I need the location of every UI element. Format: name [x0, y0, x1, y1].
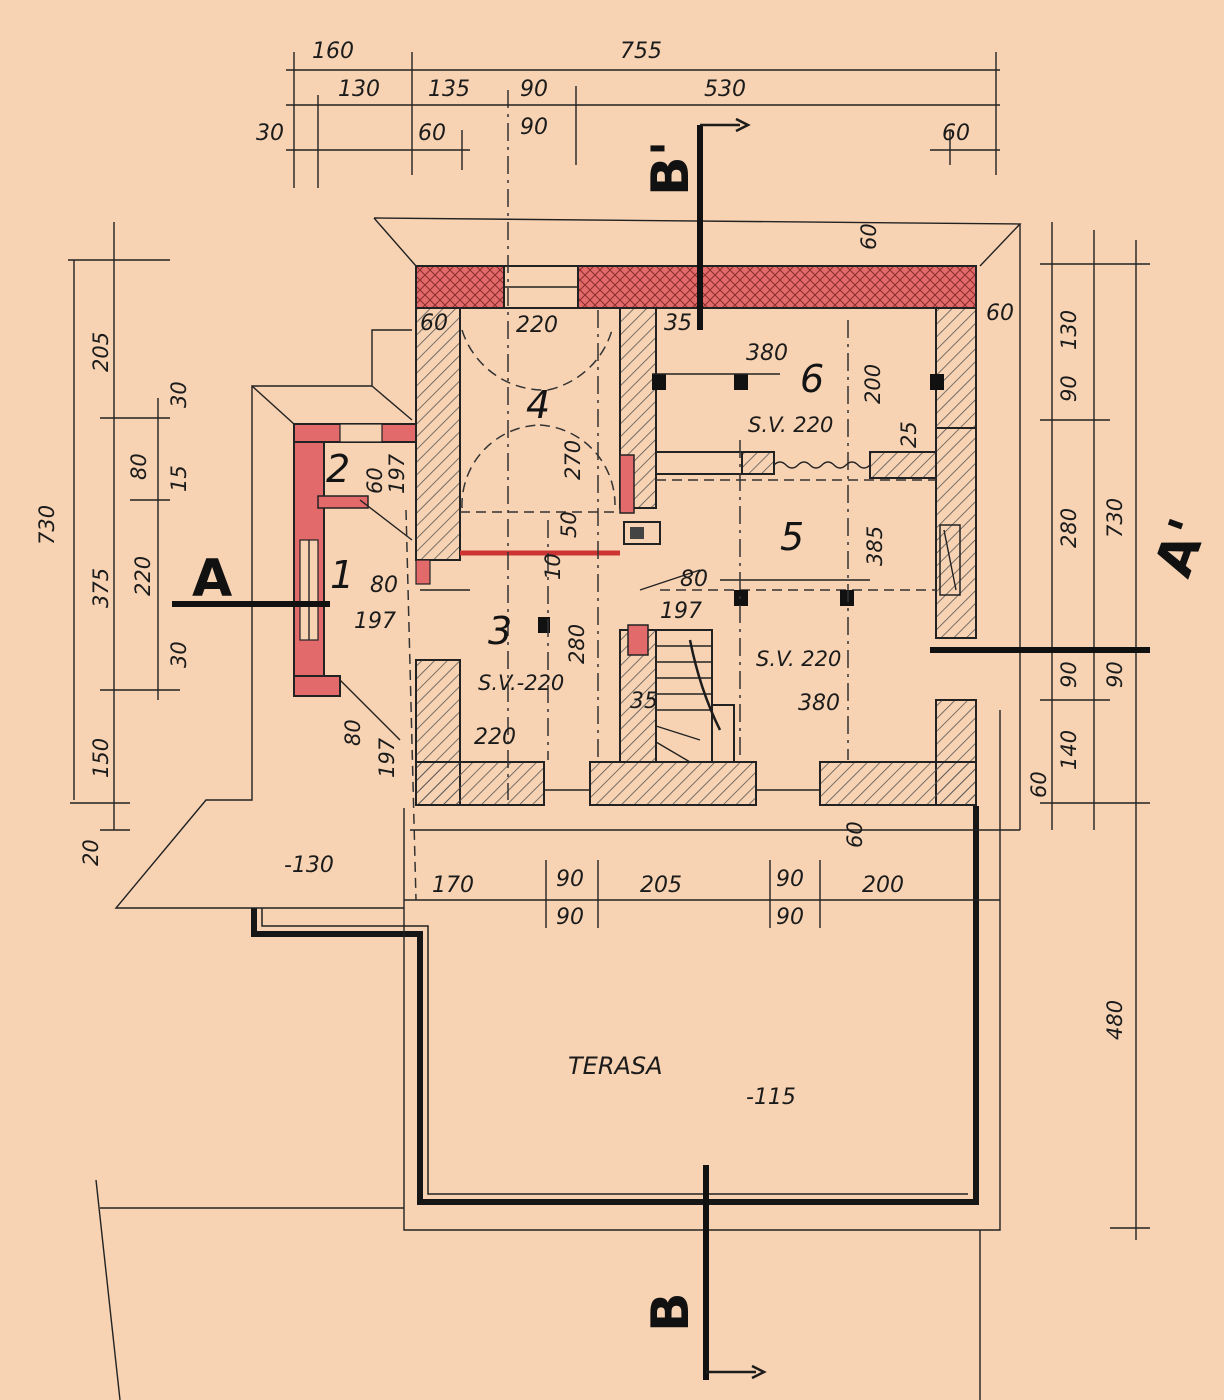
dim-label: 480: [1103, 1000, 1127, 1040]
dim-label: 90: [520, 115, 548, 140]
dim-label: 80: [680, 567, 708, 592]
dim-label: 60: [363, 467, 387, 494]
slab-labels: S.V. 220 S.V. 220 S.V.-220: [478, 413, 841, 695]
dim-label: 90: [1103, 661, 1127, 688]
dim-label: 135: [428, 77, 470, 102]
dim-label: 140: [1057, 730, 1081, 770]
dim-label: 197: [375, 737, 399, 778]
dim-label: 220: [474, 725, 516, 750]
room-number: 6: [800, 357, 824, 401]
dim-label: 220: [516, 313, 558, 338]
dim-label: 280: [565, 624, 589, 664]
room-number: 3: [488, 609, 512, 653]
dim-label: 30: [256, 121, 284, 146]
section-letter: A: [192, 549, 232, 609]
dim-label: 170: [432, 873, 474, 898]
section-letters: A A' B' B: [192, 140, 1219, 1332]
dim-label: 60: [843, 821, 867, 848]
dim-label: 60: [986, 301, 1014, 326]
walls: [293, 265, 977, 806]
dim-label: 730: [35, 505, 59, 545]
dim-label: 730: [1103, 498, 1127, 538]
terrace: [95, 710, 1001, 1400]
level-labels: -130 -115: [284, 853, 796, 1110]
dim-label: 30: [167, 641, 191, 668]
dim-label: 90: [556, 867, 584, 892]
dim-label: 205: [89, 332, 113, 372]
bottom-dimension-labels: 170 90 90 205 90 90 200 60: [432, 821, 904, 930]
dim-label: 60: [418, 121, 446, 146]
dim-label: 380: [798, 691, 840, 716]
axis-lines: [405, 90, 849, 901]
room-number: 2: [326, 447, 350, 491]
interior-dimension-labels: 220 35 380 200 270 50 10 280 220 35 385 …: [341, 311, 887, 778]
section-letter: A': [1144, 511, 1220, 584]
doors-and-stairs: [460, 329, 961, 763]
room-number: 5: [780, 515, 804, 559]
staircase: [655, 629, 735, 763]
dim-label: 380: [746, 341, 788, 366]
dim-label: 197: [354, 609, 396, 634]
dim-label: 130: [338, 77, 380, 102]
dim-label: 150: [89, 738, 113, 778]
dim-label: 385: [863, 526, 887, 566]
room-numbers: 1 2 3 4 5 6: [326, 357, 824, 653]
section-markers: [172, 117, 1150, 1380]
terrace-label: TERASA: [568, 1052, 663, 1080]
dim-label: 35: [630, 689, 658, 714]
dim-label: 530: [704, 77, 746, 102]
dim-label: 90: [776, 905, 804, 930]
dim-label: 35: [664, 311, 692, 336]
dim-label: 20: [79, 839, 103, 866]
dim-label: 90: [1057, 661, 1081, 688]
section-letter: B': [641, 140, 701, 196]
dim-label: 130: [1057, 310, 1081, 350]
left-dimension-labels: 730 205 375 150 20 30 80 15 220 30: [35, 332, 191, 866]
slab-label: S.V. 220: [748, 413, 833, 437]
dim-label: 60: [857, 223, 881, 250]
dim-label: 90: [520, 77, 548, 102]
dim-label: 270: [561, 440, 585, 480]
dim-label: 80: [370, 573, 398, 598]
dim-label: 60: [942, 121, 970, 146]
dim-label: 30: [167, 381, 191, 408]
dim-label: 90: [1057, 375, 1081, 402]
room-number: 1: [330, 553, 354, 597]
dim-label: 60: [420, 311, 448, 336]
dim-label: 205: [640, 873, 682, 898]
dim-label: 200: [861, 364, 885, 404]
dim-label: 80: [127, 453, 151, 480]
dim-label: 25: [897, 421, 921, 448]
dim-label: 220: [131, 556, 155, 596]
dim-label: 200: [862, 873, 904, 898]
overhang-outline: [114, 217, 1022, 909]
room-number: 4: [526, 383, 550, 427]
dim-label: 90: [776, 867, 804, 892]
dim-label: 10: [541, 553, 565, 580]
dim-label: 197: [385, 453, 409, 494]
dim-label: 50: [557, 511, 581, 538]
dim-label: 90: [556, 905, 584, 930]
dim-label: 60: [1027, 771, 1051, 798]
level-label: -115: [746, 1085, 796, 1110]
dim-label: 375: [89, 568, 113, 608]
level-label: -130: [284, 853, 334, 878]
dim-label: 160: [312, 39, 354, 64]
right-dimension-labels: 60 130 90 280 730 90 90 140 60 480 60 25: [857, 223, 1127, 1040]
section-letter: B: [641, 1292, 701, 1332]
dim-label: 197: [660, 599, 702, 624]
dimension-lines: [68, 52, 1150, 1240]
slab-label: S.V. 220: [756, 647, 841, 671]
dim-label: 755: [620, 39, 662, 64]
top-dimension-labels: 160 755 130 135 90 530 30 60 90 60: [256, 39, 970, 146]
dim-label: 15: [167, 465, 191, 492]
dim-label: 80: [341, 719, 365, 746]
slab-label: S.V.-220: [478, 671, 564, 695]
dim-label: 280: [1057, 508, 1081, 548]
